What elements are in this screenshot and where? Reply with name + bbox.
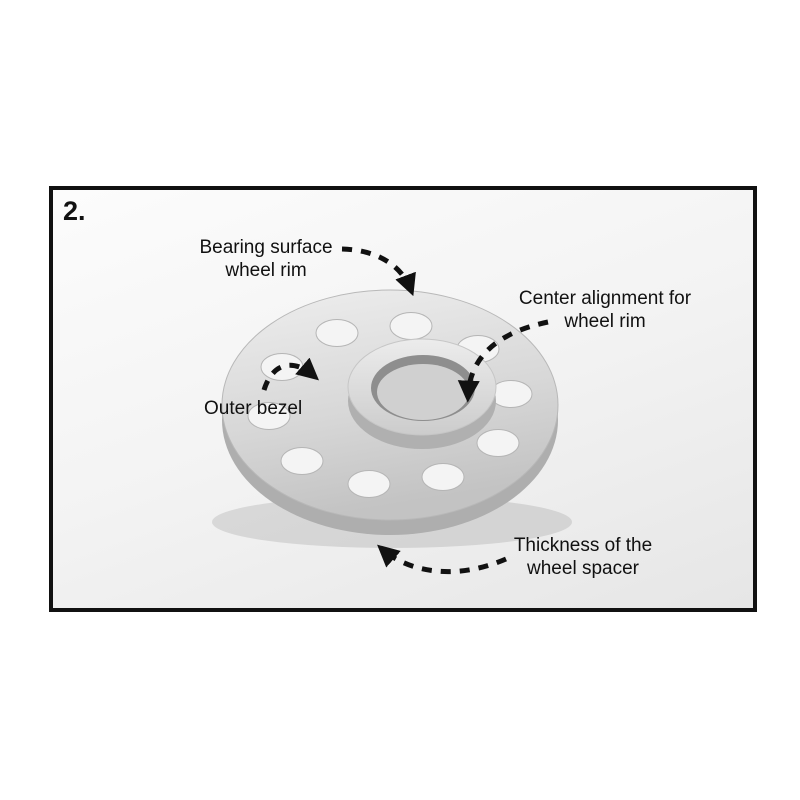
bolt-hole	[315, 319, 359, 347]
bolt-hole	[421, 463, 465, 491]
arrow-thickness	[377, 544, 507, 575]
label-bearing-surface: Bearing surface wheel rim	[199, 237, 333, 282]
arrow-bearing-surface	[341, 246, 416, 297]
bolt-hole	[280, 447, 324, 475]
bolt-hole	[247, 402, 291, 430]
bolt-hole	[476, 429, 520, 457]
bolt-hole	[347, 470, 391, 498]
step-number: 2.	[63, 196, 86, 226]
bolt-hole	[389, 312, 433, 340]
arrow-center-alignment	[457, 319, 549, 403]
label-outer-bezel: Outer bezel	[204, 398, 303, 419]
center-bore-opening	[377, 364, 469, 420]
label-center-alignment: Center alignment for wheel rim	[518, 288, 692, 333]
arrow-outer-bezel	[261, 357, 319, 391]
label-thickness: Thickness of the wheel spacer	[513, 535, 653, 580]
